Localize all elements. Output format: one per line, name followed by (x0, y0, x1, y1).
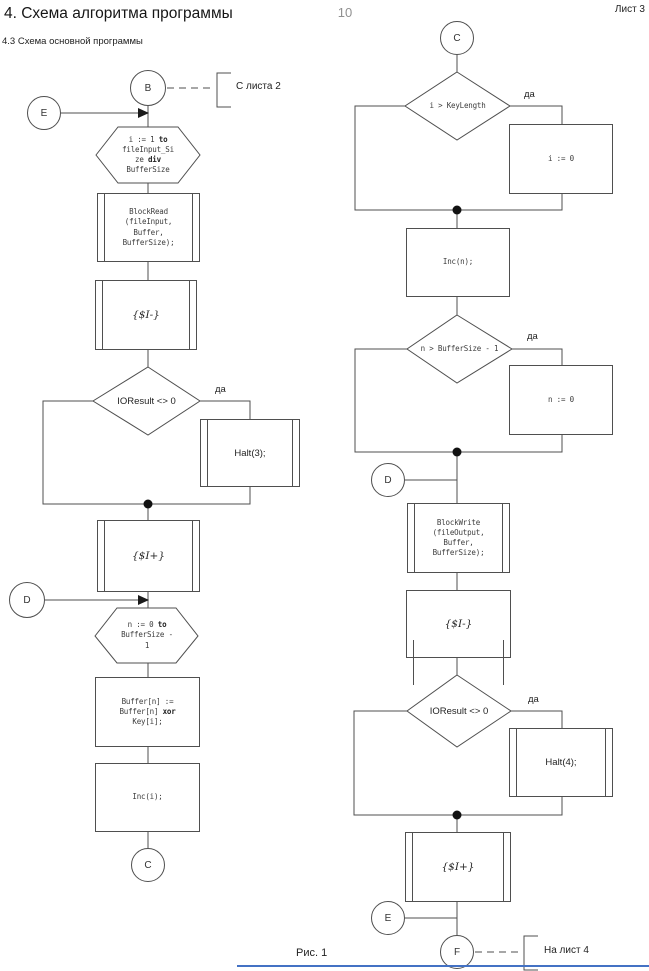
blockwrite-text: BlockWrite(fileOutput,Buffer,BufferSize)… (432, 517, 485, 558)
halt3-text: Halt(3); (234, 447, 266, 459)
page-number: 10 (337, 5, 353, 20)
connector-e-label: E (384, 912, 392, 924)
blockread-box (97, 193, 200, 262)
decision-keylength-text: i > KeyLength (429, 100, 486, 110)
no-branch-line (353, 710, 457, 816)
connector-c-label: C (453, 32, 461, 44)
yes-branch-line (200, 400, 251, 419)
halt4-box (509, 728, 613, 797)
yes-label: да (527, 331, 538, 342)
decision-ioresult-left-diamond (92, 366, 201, 436)
loop-start-hexagon (95, 126, 201, 184)
yes-branch-line (511, 710, 563, 728)
inc-i-text: Inc(i); (132, 792, 163, 802)
connector-d-left: D (9, 582, 45, 618)
yes-label: да (524, 89, 535, 100)
page-title: 4. Схема алгоритма программы (4, 5, 233, 22)
connector-e-right: E (371, 901, 405, 935)
decision-ioresult-right-text: IOResult <> 0 (429, 705, 489, 717)
arrowhead-icon (138, 108, 149, 118)
connector-c-right: C (440, 21, 474, 55)
io-off-right-box (406, 590, 511, 658)
io-off-right-bar (503, 640, 504, 685)
no-branch-line (42, 400, 148, 505)
offpage-bracket (523, 935, 538, 971)
blockwrite-box (407, 503, 510, 573)
reset-n-text: n := 0 (548, 394, 574, 404)
io-on-right-box (405, 832, 511, 902)
inc-i-box (95, 763, 200, 832)
halt3-box (200, 419, 300, 487)
inc-n-text: Inc(n); (442, 257, 474, 267)
io-off-left-box (95, 280, 197, 350)
figure-caption: Рис. 1 (296, 947, 328, 959)
io-off-right-bar (413, 640, 414, 685)
decision-ioresult-left-text: IOResult <> 0 (117, 395, 176, 407)
io-on-right-text: {$I+} (441, 861, 475, 873)
page-subtitle: 4.3 Схема основной программы (2, 36, 143, 47)
junction-dot (452, 810, 462, 820)
connector-d-label: D (23, 594, 31, 606)
decision-ioresult-right-diamond (406, 674, 512, 748)
junction-dot (452, 205, 462, 215)
reset-i-text: i := 0 (548, 153, 574, 163)
connector-d-label: D (384, 474, 392, 486)
decision-buffersize-diamond (406, 314, 513, 384)
reset-i-box (509, 124, 613, 194)
connector-c-label: C (144, 859, 152, 871)
from-sheet-label: С листа 2 (236, 81, 281, 92)
yes-branch-line (510, 105, 563, 124)
halt4-text: Halt(4); (545, 757, 577, 768)
connector-c-left: C (131, 848, 165, 882)
no-branch-line (354, 105, 457, 211)
yes-label: да (528, 694, 539, 705)
connector-b-label: B (144, 82, 152, 94)
connector-b: B (130, 70, 166, 106)
arrowhead-icon (138, 595, 149, 605)
connector-d-right: D (371, 463, 405, 497)
junction-dot (452, 447, 462, 457)
reset-i-return-line (457, 194, 563, 211)
halt4-return-line (457, 797, 563, 816)
io-on-left-text: {$I+} (132, 550, 165, 562)
no-branch-line (354, 348, 457, 453)
reset-n-box (509, 365, 613, 435)
io-off-left-text: {$I-} (132, 309, 160, 321)
connector-f-label: F (453, 946, 461, 958)
inc-n-box (406, 228, 510, 297)
to-sheet-label: На лист 4 (544, 945, 589, 956)
io-on-left-box (97, 520, 200, 592)
xor-assign-box (95, 677, 200, 747)
loop-inner-hexagon (94, 607, 199, 664)
reset-n-return-line (457, 435, 563, 453)
yes-label: да (215, 384, 226, 395)
connector-e-label: E (40, 107, 48, 119)
junction-dot (143, 499, 153, 509)
decision-keylength-diamond (404, 71, 511, 141)
canvas-bottom-border (237, 965, 649, 967)
offpage-bracket (216, 72, 231, 108)
decision-buffersize-text: n > BufferSize - 1 (420, 343, 499, 353)
connector-e-left: E (27, 96, 61, 130)
io-off-right-text: {$I-} (444, 618, 473, 630)
sheet-label: Лист 3 (614, 4, 645, 15)
blockread-text: BlockRead(fileInput,Buffer,BufferSize); (122, 207, 175, 247)
connector-f: F (440, 935, 474, 969)
yes-branch-line (512, 348, 563, 365)
halt3-return-line (148, 487, 251, 505)
